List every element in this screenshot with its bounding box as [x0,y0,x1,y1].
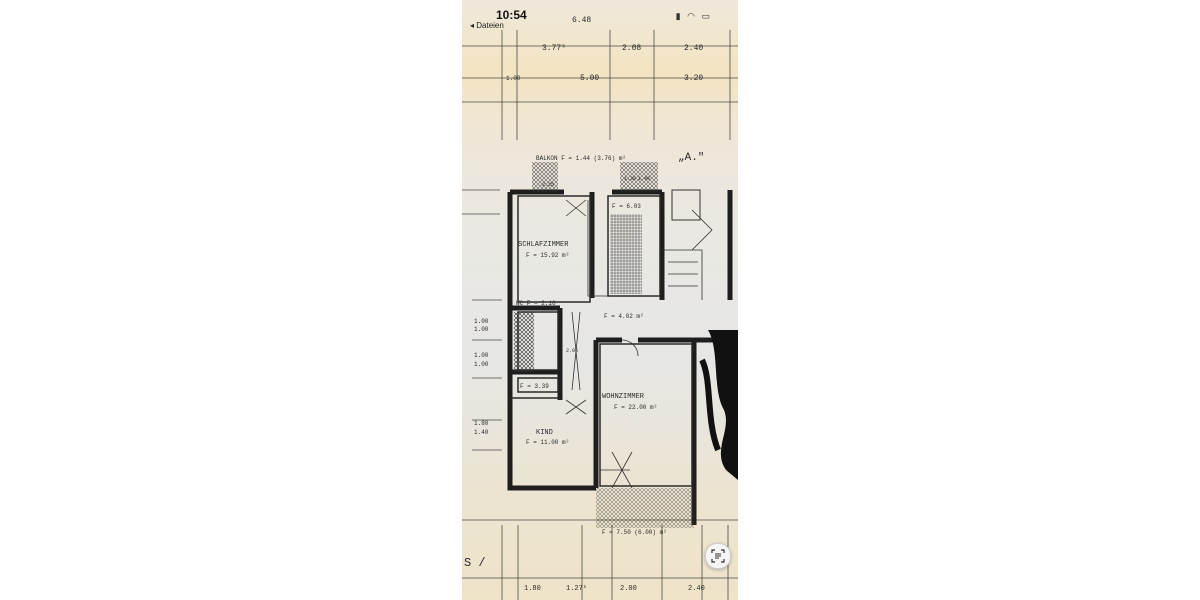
thin-walls [510,195,693,487]
balcony-bottom-label: F = 7.50 (6.00) m² [602,529,667,536]
balcony-top-label: BALKON F = 1.44 (3.76) m² [536,155,626,162]
dim-top-1: 6.48 [572,16,591,25]
dim-small-1: 2.25 [542,182,554,188]
dim-top-4: 2.40 [684,44,703,53]
dim-bottom-3: 2.00 [620,585,637,593]
dim-left-3: 1.00 [474,352,489,359]
dim-left-1: 1.00 [474,318,489,325]
section-mark: S / [464,556,486,570]
redacted-stroke [699,358,721,452]
dim-top-7: 1.00 [506,75,521,82]
wifi-icon: ◠ [687,11,697,21]
wc-area: WC F = 2.16 [516,300,556,307]
dim-top-5: 5.00 [580,74,599,83]
stairwell [671,189,701,221]
door-marks [565,199,713,489]
phone-screen: 6.48 3.77⁵ 2.08 2.40 5.00 3.20 1.00 BALK… [462,0,738,600]
bedroom-area: F = 15.92 m² [526,252,569,259]
dim-small-4: 2.06 [566,348,578,354]
bath-area: F = 3.39 [520,383,549,390]
child-area: F = 11.00 m² [526,439,569,446]
dimension-lines [462,30,738,600]
signal-icon: ▮ [675,11,683,21]
redacted-area [708,330,738,480]
dim-small-2: 1.30 [624,176,636,182]
text-scan-icon [711,549,725,563]
living-area: F = 22.00 m² [614,404,657,411]
bathroom-tiles [514,312,534,372]
live-text-button[interactable] [705,543,731,569]
dim-left-2: 1.00 [474,326,489,333]
dim-bottom-2: 1.27⁵ [566,585,587,593]
dim-left-4: 1.00 [474,361,489,368]
status-icons: ▮ ◠ ▭ [676,11,712,22]
dim-bottom-4: 2.40 [688,585,705,593]
clock: 10:54 [496,8,527,22]
block-label: „A." [678,152,704,164]
dim-top-6: 3.20 [684,74,703,83]
dim-bottom-1: 1.80 [524,585,541,593]
balcony-top-right [620,162,658,192]
dim-top-2: 3.77⁵ [542,44,566,53]
battery-icon: ▭ [701,11,712,21]
child-name: KIND [536,429,553,437]
balcony-top-left [532,162,558,192]
kitchen-area: F = 6.03 [612,203,641,210]
hall-area: F = 4.02 m² [604,313,644,320]
dim-left-5: 1.80 [474,420,489,427]
balcony-bottom [596,488,694,528]
bedroom-name: SCHLAFZIMMER [518,241,569,249]
dim-left-6: 1.40 [474,429,489,436]
dim-top-3: 2.08 [622,44,641,53]
dim-small-3: 1.40 [638,176,650,182]
kitchen-tiles [610,214,642,294]
plan-labels: 6.48 3.77⁵ 2.08 2.40 5.00 3.20 1.00 BALK… [464,16,705,593]
back-to-files-link[interactable]: ◂ Dateien [470,21,504,30]
status-bar: 10:54 ◂ Dateien ▮ ◠ ▭ [462,0,738,34]
floor-plan-image: 6.48 3.77⁵ 2.08 2.40 5.00 3.20 1.00 BALK… [462,16,738,600]
living-name: WOHNZIMMER [602,393,645,401]
